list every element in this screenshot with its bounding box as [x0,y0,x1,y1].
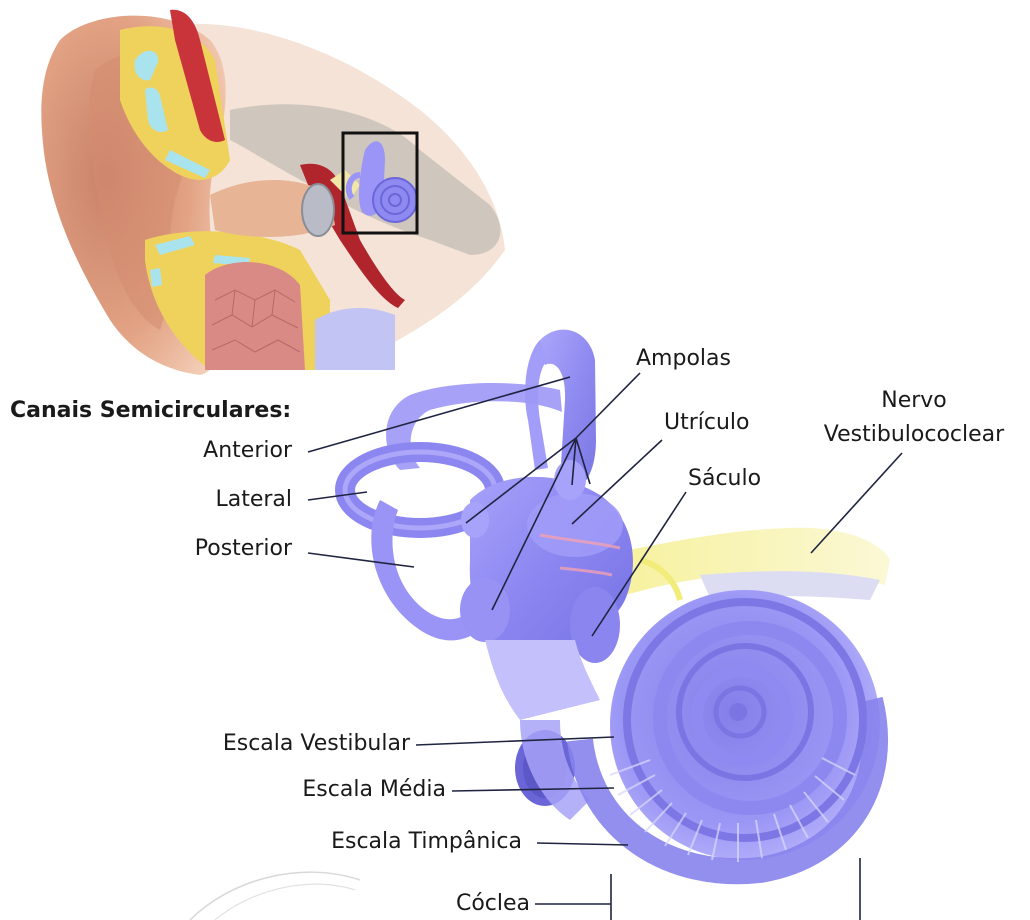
semicircular-canals-heading: Canais Semicirculares: [10,398,291,424]
label-nervo-line1: Nervo [800,388,1028,414]
label-ampolas: Ampolas [636,346,731,372]
label-anterior: Anterior [140,438,292,464]
leader-posterior [308,553,414,567]
label-escala-timpanica: Escala Timpânica [260,829,522,855]
label-escala-vestibular: Escala Vestibular [160,731,410,757]
label-saculo: Sáculo [688,466,761,492]
label-posterior: Posterior [140,536,292,562]
label-escala-media: Escala Média [200,777,446,803]
label-lateral: Lateral [140,487,292,513]
label-coclea: Cóclea [400,891,530,917]
leader-escala-timpanica [537,843,628,845]
label-utriculo: Utrículo [664,410,750,436]
label-nervo-line2: Vestibulococlear [800,422,1028,448]
ear-cross-section-inset [41,10,505,375]
cochlea-spiral [580,590,880,871]
